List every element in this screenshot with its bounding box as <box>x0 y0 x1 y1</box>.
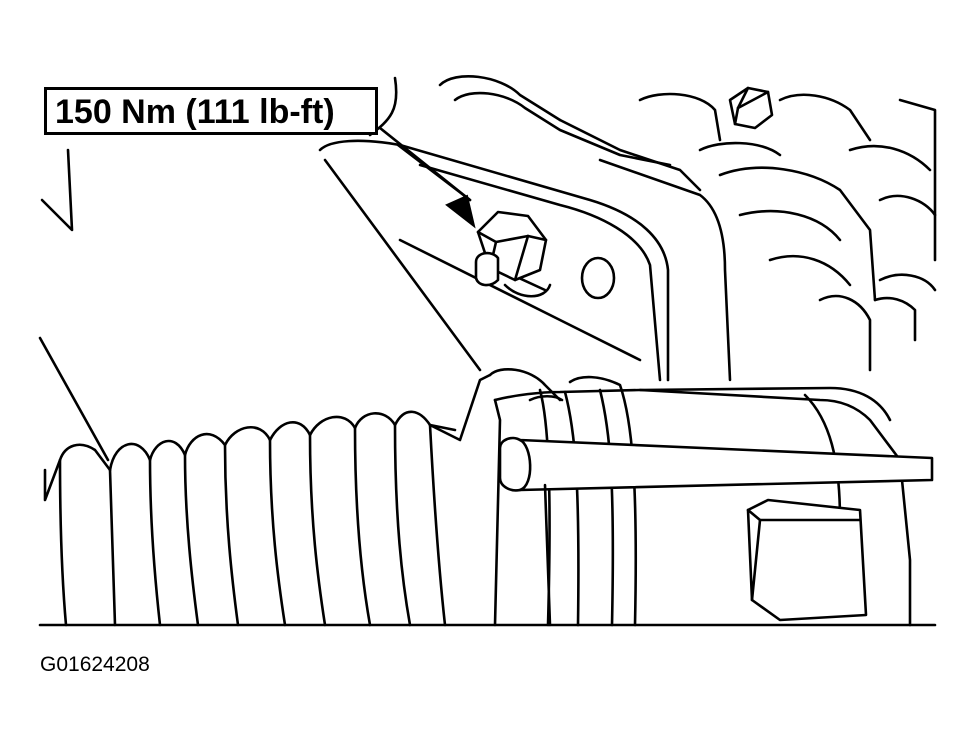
rack-boot <box>43 373 492 627</box>
upper-nut <box>728 86 774 130</box>
left-lines <box>38 148 110 462</box>
frame-structure <box>368 74 937 372</box>
housing-block <box>746 498 868 622</box>
callout-leader <box>378 126 476 229</box>
torque-callout-box: 150 Nm (111 lb-ft) <box>44 87 378 135</box>
rack-housing <box>488 368 934 627</box>
torque-label: 150 Nm (111 lb-ft) <box>55 93 335 131</box>
figure-id: G01624208 <box>40 653 150 676</box>
torque-bolt <box>474 210 548 287</box>
